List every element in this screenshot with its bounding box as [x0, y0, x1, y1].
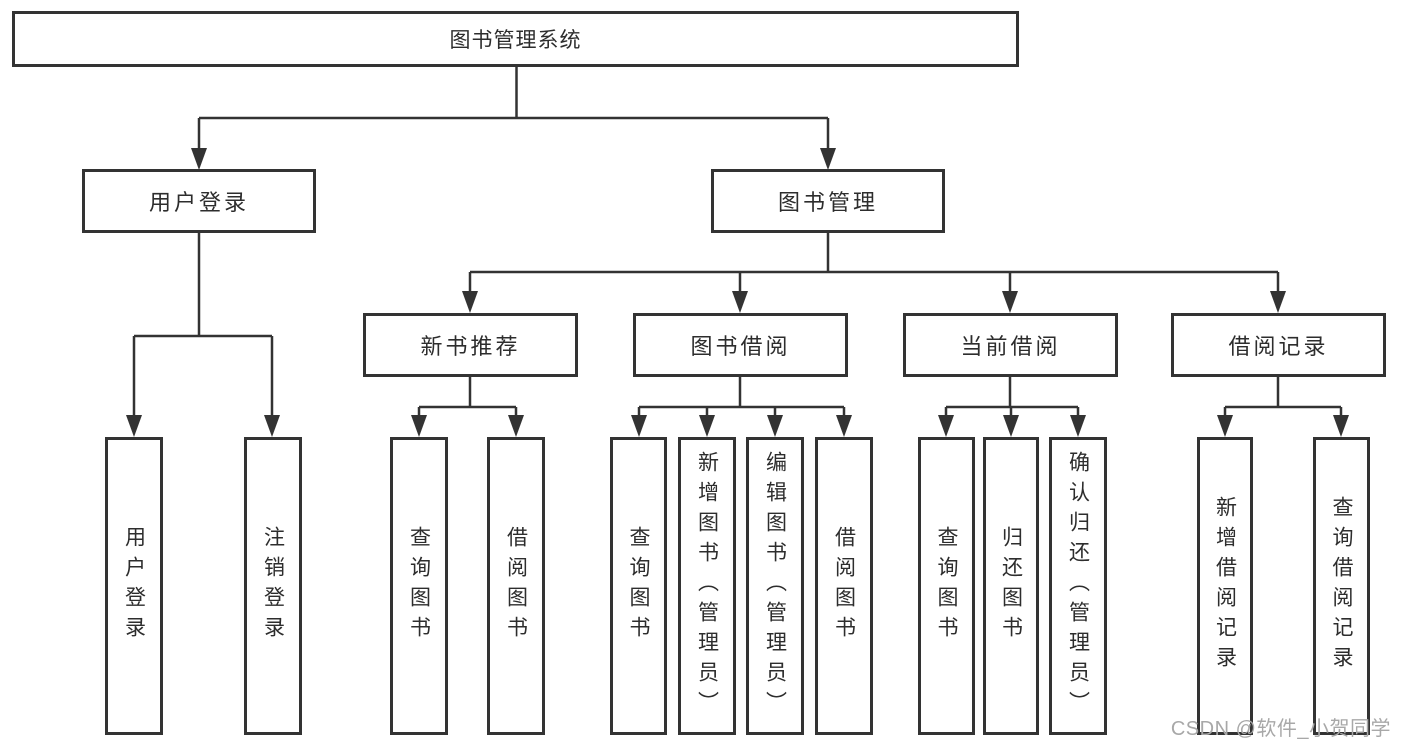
node-label: 查询借阅记录 — [1330, 496, 1353, 676]
node-label: 新增借阅记录 — [1213, 496, 1237, 676]
arrow-head — [938, 415, 954, 437]
node-borrow-books-recommend: 借阅图书 — [487, 437, 545, 735]
node-user-login-action: 用户登录 — [105, 437, 163, 735]
node-query-books-recommend: 查询图书 — [390, 437, 448, 735]
arrow-heads — [126, 148, 1349, 437]
arrow-head — [1333, 415, 1349, 437]
node-book-borrowing: 图书借阅 — [633, 313, 848, 377]
arrow-head — [836, 415, 852, 437]
arrow-head — [462, 291, 478, 313]
node-label: 查询图书 — [627, 526, 650, 646]
node-query-books-borrow: 查询图书 — [610, 437, 667, 735]
node-library-management-system: 图书管理系统 — [12, 11, 1019, 67]
arrow-head — [264, 415, 280, 437]
node-label: 注销登录 — [261, 526, 285, 646]
node-add-borrow-record: 新增借阅记录 — [1197, 437, 1253, 735]
node-query-borrow-record: 查询借阅记录 — [1313, 437, 1370, 735]
arrow-head — [767, 415, 783, 437]
arrow-head — [508, 415, 524, 437]
node-label: 编辑图书（管理员） — [763, 451, 787, 721]
node-book-management: 图书管理 — [711, 169, 945, 233]
arrow-head — [411, 415, 427, 437]
node-confirm-return-admin: 确认归还（管理员） — [1049, 437, 1107, 735]
arrow-head — [1003, 415, 1019, 437]
arrow-head — [1070, 415, 1086, 437]
arrow-head — [699, 415, 715, 437]
arrow-head — [191, 148, 207, 170]
node-label: 查询图书 — [407, 526, 431, 646]
arrow-head — [1002, 291, 1018, 313]
node-label: 确认归还（管理员） — [1066, 451, 1090, 721]
node-current-borrowing: 当前借阅 — [903, 313, 1118, 377]
node-return-books: 归还图书 — [983, 437, 1039, 735]
node-borrow-books: 借阅图书 — [815, 437, 873, 735]
node-new-book-recommendation: 新书推荐 — [363, 313, 578, 377]
node-edit-books-admin: 编辑图书（管理员） — [746, 437, 804, 735]
node-add-books-admin: 新增图书（管理员） — [678, 437, 736, 735]
connector-lines — [132, 67, 1343, 421]
node-borrowing-records: 借阅记录 — [1171, 313, 1386, 377]
arrow-head — [631, 415, 647, 437]
node-label: 新增图书（管理员） — [695, 451, 719, 721]
node-label: 借阅图书 — [832, 526, 856, 646]
node-label: 借阅图书 — [504, 526, 528, 646]
node-query-books-current: 查询图书 — [918, 437, 975, 735]
node-logout: 注销登录 — [244, 437, 302, 735]
arrow-head — [1217, 415, 1233, 437]
node-label: 用户登录 — [122, 526, 146, 646]
node-label: 归还图书 — [999, 526, 1023, 646]
arrow-head — [820, 148, 836, 170]
arrow-head — [732, 291, 748, 313]
arrow-head — [126, 415, 142, 437]
arrow-head — [1270, 291, 1286, 313]
node-user-login: 用户登录 — [82, 169, 316, 233]
node-label: 查询图书 — [935, 526, 958, 646]
watermark-text: CSDN @软件_小贺同学 — [1170, 718, 1391, 740]
